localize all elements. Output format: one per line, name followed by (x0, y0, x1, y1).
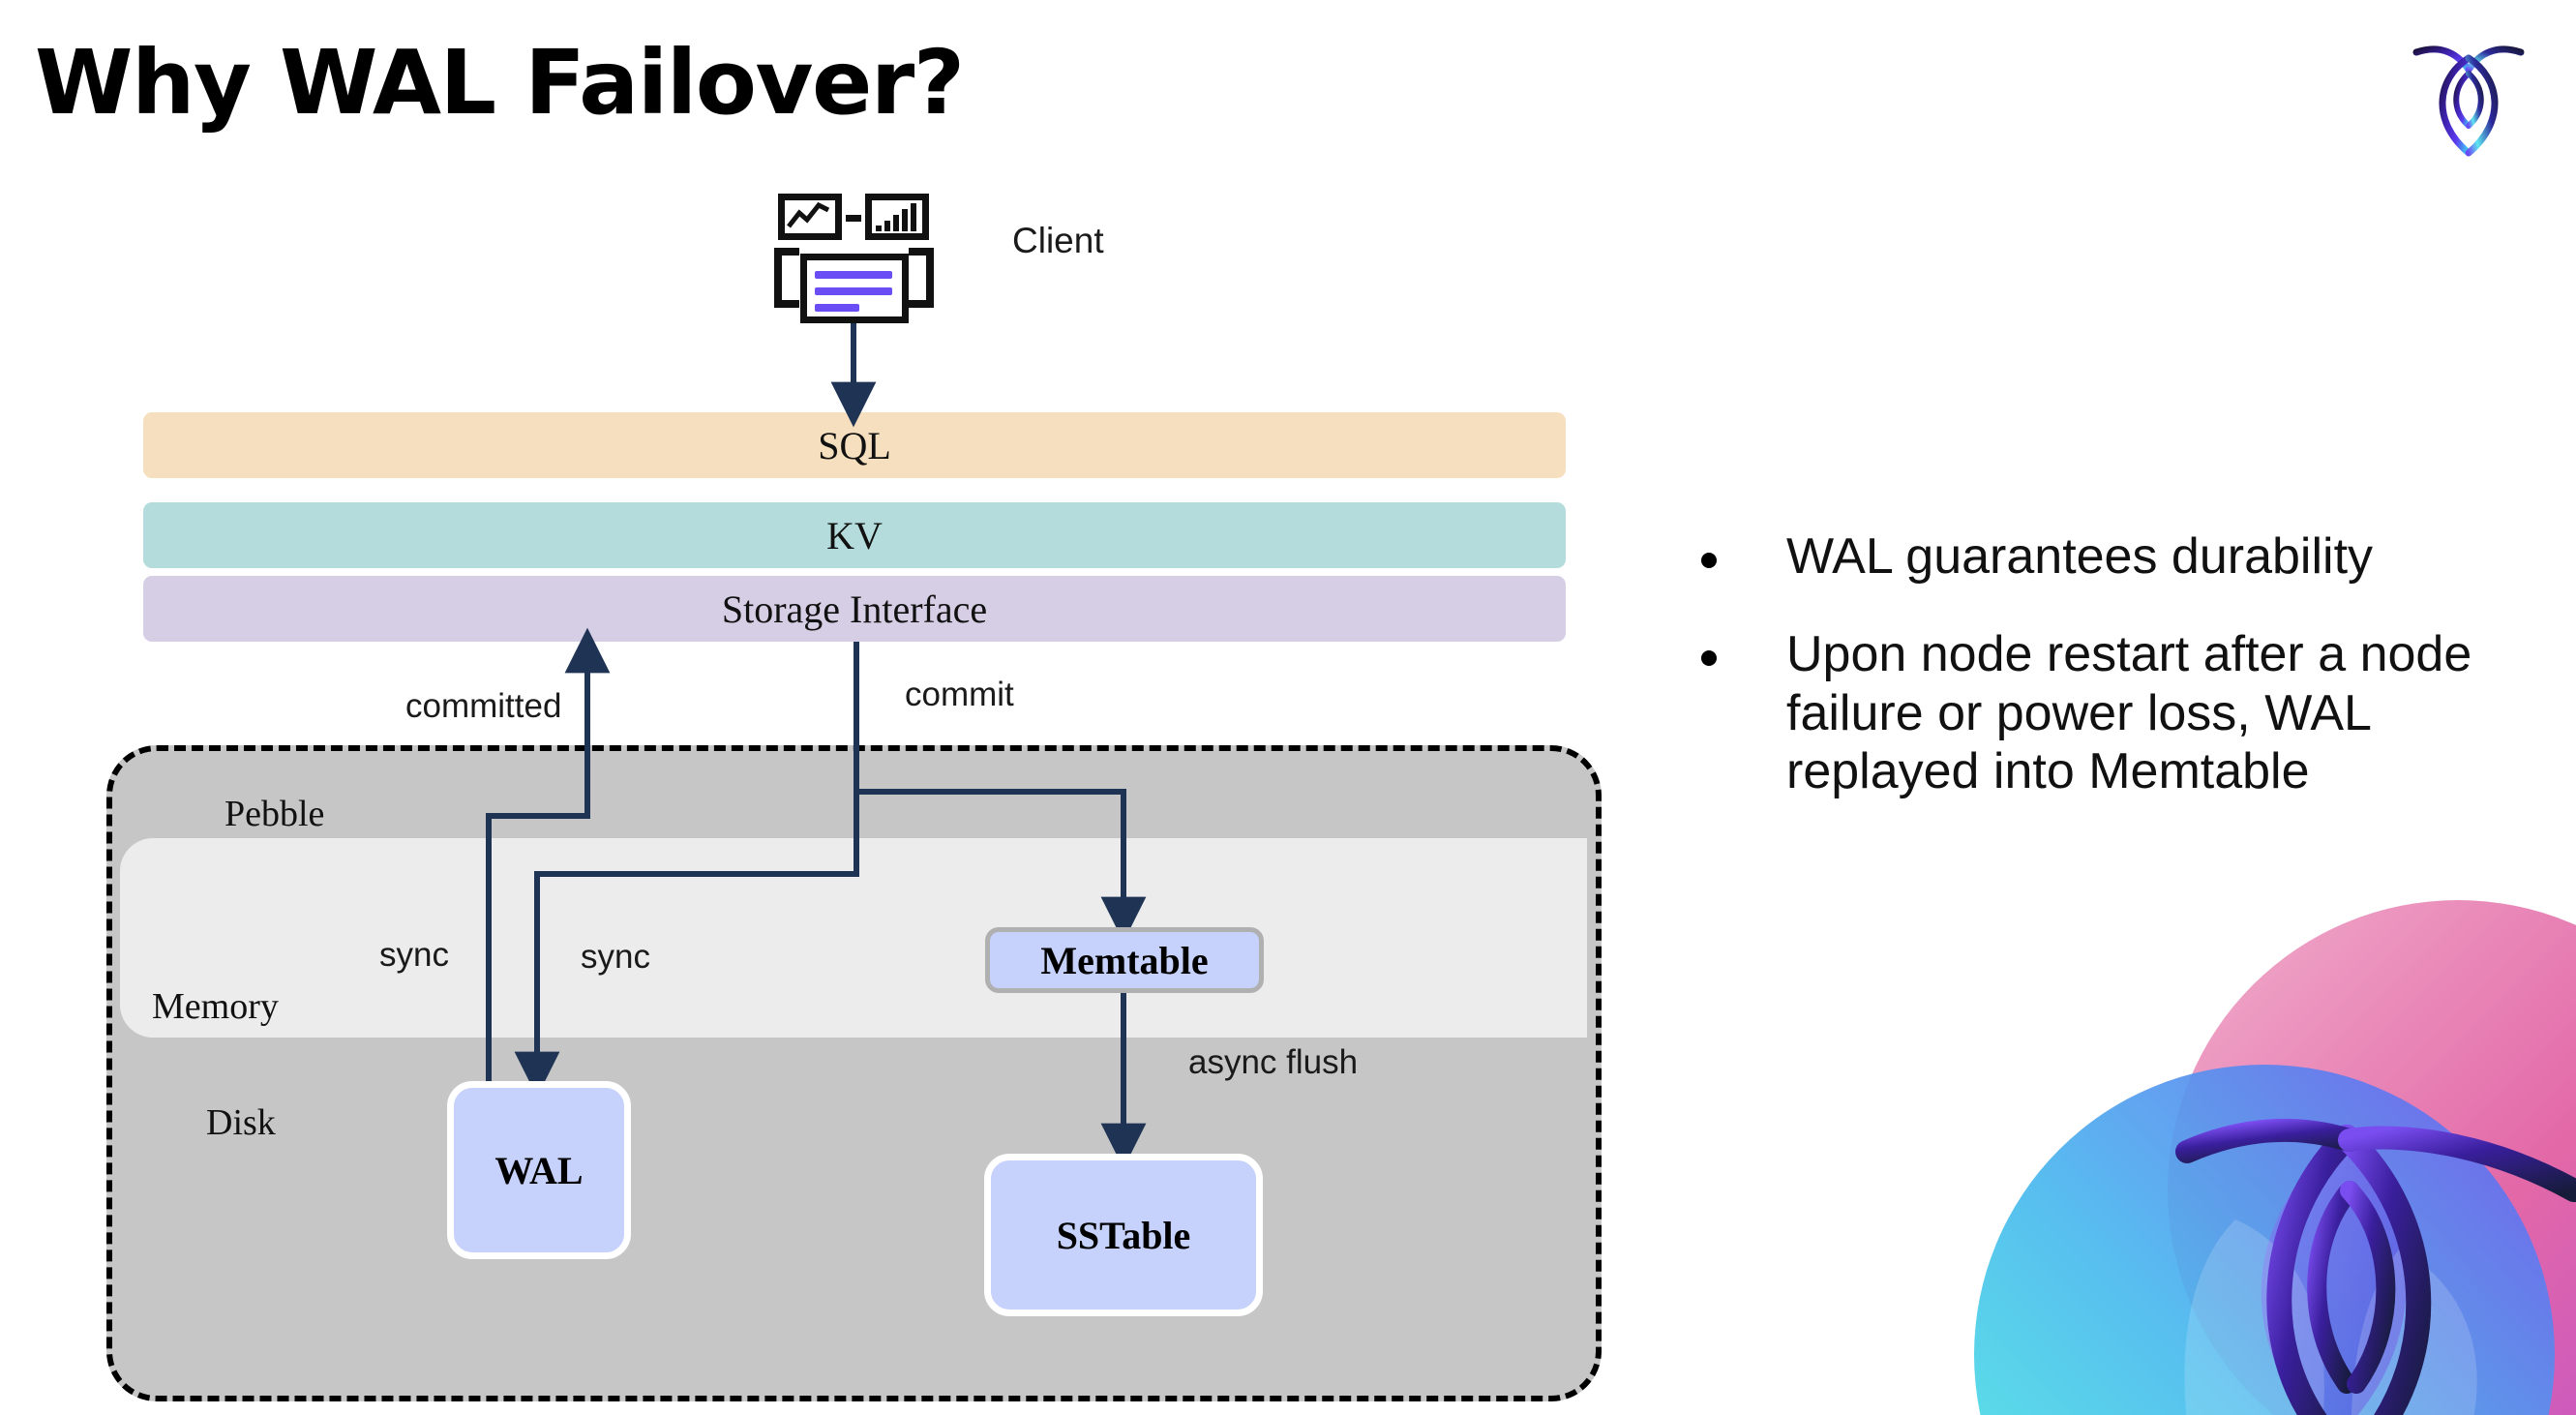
bullet-dot-icon (1701, 553, 1717, 568)
node-label-wal: WAL (494, 1148, 584, 1192)
node-label-memtable: Memtable (1040, 938, 1209, 982)
edge-label-commit: commit (905, 676, 1014, 713)
architecture-diagram: Client SQL KV Storage Interface Pebble M… (106, 194, 1602, 1401)
bullet-text: Upon node restart after a node failure o… (1786, 625, 2472, 800)
layer-bar-storage-interface: Storage Interface (143, 576, 1566, 642)
node-label-sstable: SSTable (1056, 1213, 1191, 1257)
bullet-text: WAL guarantees durability (1786, 528, 2374, 585)
pebble-label: Pebble (225, 794, 325, 834)
node-memtable: Memtable (985, 927, 1264, 993)
layer-bar-sql: SQL (143, 412, 1566, 478)
list-item: WAL guarantees durability (1701, 527, 2504, 587)
memory-label: Memory (152, 986, 279, 1027)
bullet-dot-icon (1701, 649, 1717, 666)
edge-label-sync-left: sync (379, 936, 449, 974)
list-item: Upon node restart after a node failure o… (1701, 625, 2504, 801)
client-dashboard-icon (774, 194, 939, 323)
edge-label-async-flush: async flush (1188, 1043, 1359, 1081)
client-label: Client (1012, 221, 1104, 260)
cockroachdb-logo (2407, 29, 2531, 165)
memory-zone (120, 838, 1587, 1038)
disk-label: Disk (206, 1102, 276, 1143)
layer-label-storage-interface: Storage Interface (721, 587, 988, 631)
layer-label-sql: SQL (818, 423, 891, 467)
bullet-list: WAL guarantees durability Upon node rest… (1701, 527, 2504, 840)
decorative-logo-art (1945, 900, 2576, 1415)
layer-label-kv: KV (826, 513, 883, 557)
page-title: Why WAL Failover? (35, 31, 965, 135)
layer-bar-kv: KV (143, 502, 1566, 568)
node-sstable: SSTable (984, 1154, 1263, 1316)
edge-label-sync-right: sync (581, 938, 650, 976)
edge-label-committed: committed (405, 687, 562, 725)
node-wal: WAL (447, 1081, 631, 1259)
